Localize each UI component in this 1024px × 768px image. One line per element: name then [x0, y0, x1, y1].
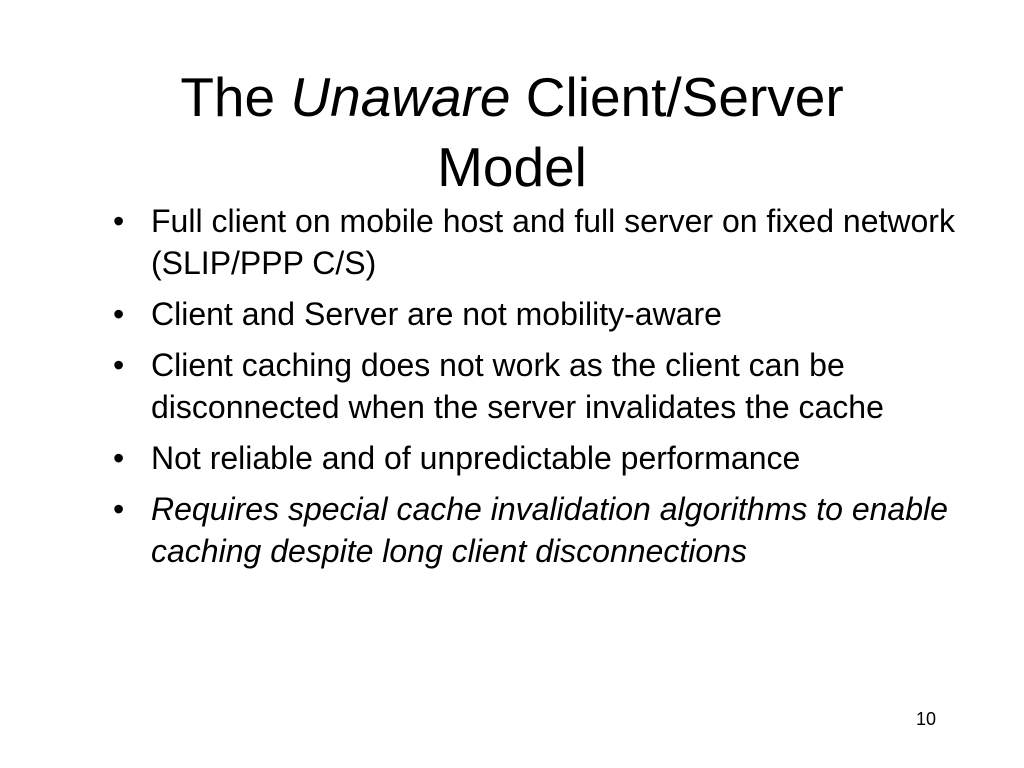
bullet-text: Not reliable and of unpredictable perfor…	[151, 440, 801, 476]
bullet-item: • Not reliable and of unpredictable perf…	[110, 437, 980, 479]
bullet-item: • Client and Server are not mobility-awa…	[110, 293, 980, 335]
bullet-item: • Full client on mobile host and full se…	[110, 200, 980, 284]
title-part-1: The	[180, 66, 291, 128]
title-line-2: Model	[437, 136, 587, 198]
bullet-text: Requires special cache invalidation algo…	[151, 491, 948, 569]
bullet-list: • Full client on mobile host and full se…	[110, 200, 980, 581]
bullet-marker: •	[113, 491, 125, 527]
bullet-marker: •	[113, 347, 125, 383]
bullet-marker: •	[113, 296, 125, 332]
bullet-marker: •	[113, 203, 125, 239]
title-emphasis: Unaware	[290, 66, 511, 128]
bullet-marker: •	[113, 440, 125, 476]
title-part-2: Client/Server	[510, 66, 844, 128]
bullet-item: • Requires special cache invalidation al…	[110, 488, 980, 572]
page-number: 10	[915, 709, 936, 729]
bullet-item: • Client caching does not work as the cl…	[110, 344, 980, 428]
bullet-text: Full client on mobile host and full serv…	[151, 203, 955, 281]
bullet-text: Client caching does not work as the clie…	[151, 347, 884, 425]
bullet-text: Client and Server are not mobility-aware	[151, 296, 722, 332]
